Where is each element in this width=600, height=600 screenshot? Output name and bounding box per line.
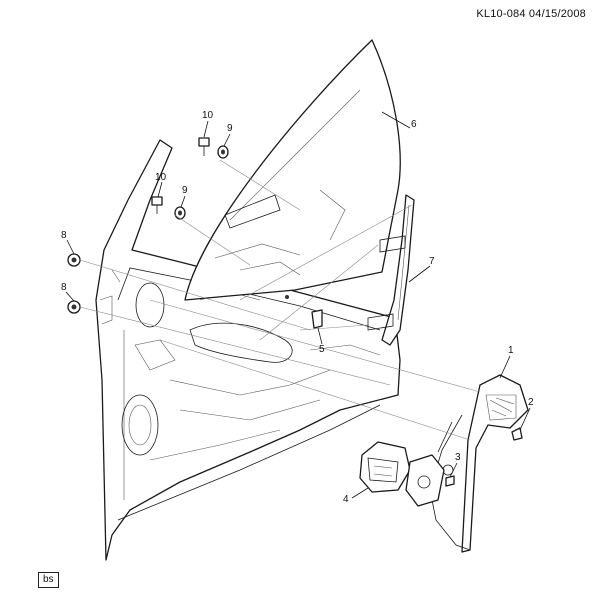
nut-upper: [217, 145, 229, 159]
bolt-lower: [151, 196, 163, 214]
callout-6: 6: [411, 119, 417, 130]
source-badge: bs: [38, 572, 59, 588]
nut-lower: [174, 206, 186, 220]
leader-lines: [65, 111, 531, 499]
callout-8-lower: 8: [61, 282, 67, 293]
callout-4: 4: [343, 494, 349, 505]
callout-8-upper: 8: [61, 230, 67, 241]
bolt-upper: [198, 137, 210, 156]
window-regulator: [429, 374, 529, 553]
callout-1: 1: [508, 345, 514, 356]
callout-5: 5: [319, 344, 325, 355]
regulator-motor: [359, 441, 445, 507]
callout-9-lower: 9: [182, 185, 188, 196]
fastener-2: [511, 427, 523, 441]
glass-clip: [311, 309, 323, 329]
alignment-lines: [79, 159, 481, 441]
grommet-upper: [67, 253, 81, 267]
callout-labels: 1 2 3 4 5 6 7 8 8 9 9 10 10: [61, 110, 534, 505]
callout-9-upper: 9: [227, 123, 233, 134]
callout-3: 3: [455, 452, 461, 463]
run-channel: [367, 194, 415, 346]
callout-10-lower: 10: [155, 172, 167, 183]
diagram-reference-id: KL10-084 04/15/2008: [476, 8, 586, 20]
window-glass: [184, 39, 401, 301]
callout-7: 7: [429, 256, 435, 267]
callout-10-upper: 10: [202, 110, 214, 121]
fastener-3: [445, 475, 455, 487]
callout-2: 2: [528, 397, 534, 408]
grommet-lower: [67, 300, 81, 314]
